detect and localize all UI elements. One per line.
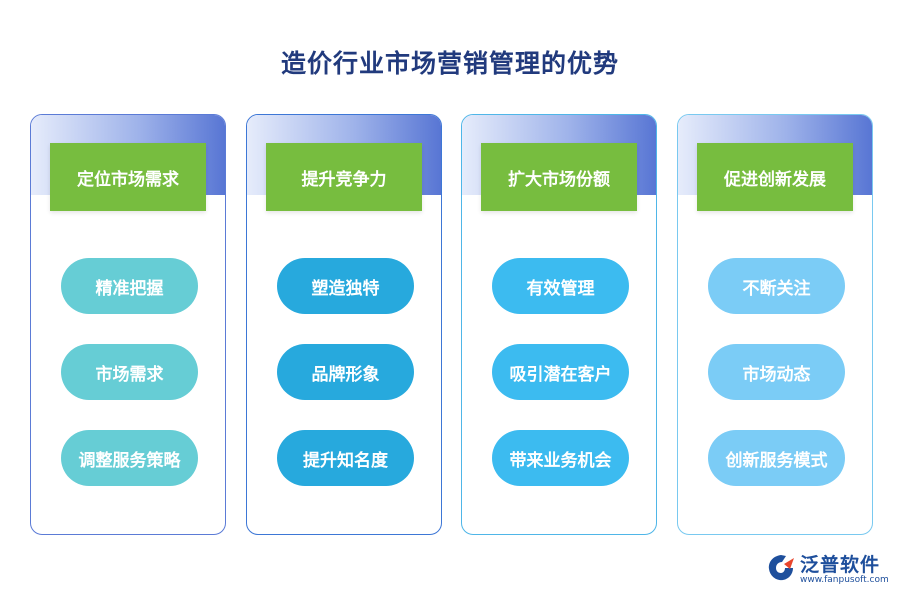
card-item: 市场需求 — [61, 344, 198, 400]
card-header: 提升竞争力 — [266, 143, 422, 211]
card-header: 扩大市场份额 — [481, 143, 637, 211]
card-item: 市场动态 — [708, 344, 845, 400]
card-item: 创新服务模式 — [708, 430, 845, 486]
advantage-card-1: 定位市场需求 精准把握 市场需求 调整服务策略 — [30, 114, 226, 535]
brand-logo: 泛普软件 www.fanpusoft.com — [765, 548, 893, 592]
card-item: 品牌形象 — [277, 344, 414, 400]
card-item: 精准把握 — [61, 258, 198, 314]
card-item: 塑造独特 — [277, 258, 414, 314]
card-item: 带来业务机会 — [492, 430, 629, 486]
card-item: 不断关注 — [708, 258, 845, 314]
card-header: 促进创新发展 — [697, 143, 853, 211]
logo-url: www.fanpusoft.com — [800, 575, 889, 585]
card-item: 提升知名度 — [277, 430, 414, 486]
page-title: 造价行业市场营销管理的优势 — [280, 49, 619, 78]
advantage-card-3: 扩大市场份额 有效管理 吸引潜在客户 带来业务机会 — [461, 114, 657, 535]
card-item: 有效管理 — [492, 258, 629, 314]
card-header: 定位市场需求 — [50, 143, 206, 211]
advantage-card-2: 提升竞争力 塑造独特 品牌形象 提升知名度 — [246, 114, 442, 535]
fanpu-logo-icon — [768, 555, 794, 581]
card-item: 吸引潜在客户 — [492, 344, 629, 400]
advantage-card-4: 促进创新发展 不断关注 市场动态 创新服务模式 — [677, 114, 873, 535]
card-item: 调整服务策略 — [61, 430, 198, 486]
logo-name: 泛普软件 — [800, 554, 881, 576]
